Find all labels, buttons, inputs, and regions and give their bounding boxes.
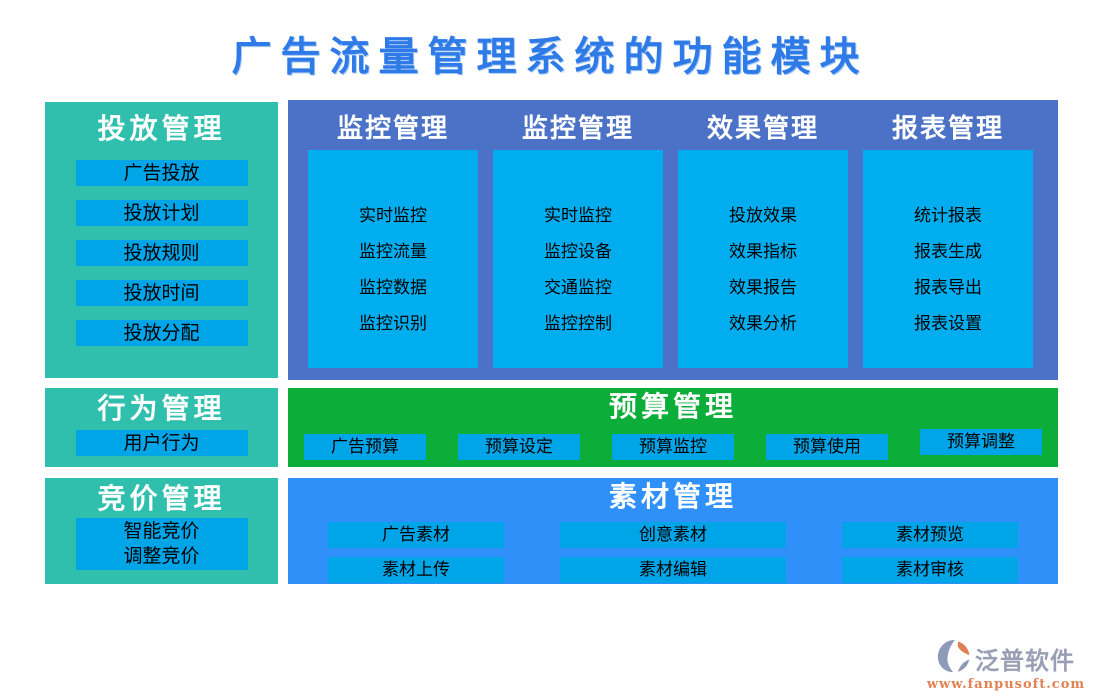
btn-smart-bidding[interactable]: 智能竞价 xyxy=(123,520,200,542)
report-column-card: 统计报表 报表生成 报表导出 报表设置 xyxy=(863,150,1033,368)
card-item: 监控流量 xyxy=(359,242,427,262)
effect-column: 效果管理 投放效果 效果指标 效果报告 效果分析 xyxy=(678,110,848,380)
card-item: 效果分析 xyxy=(729,314,797,334)
btn-budget-monitor[interactable]: 预算监控 xyxy=(612,434,734,460)
card-item: 投放效果 xyxy=(729,206,797,226)
btn-adjust-bidding[interactable]: 调整竞价 xyxy=(123,545,200,567)
footer-brand-top: 泛普软件 xyxy=(926,639,1086,677)
btn-ad-material[interactable]: 广告素材 xyxy=(328,522,504,548)
report-column-title: 报表管理 xyxy=(891,114,1004,144)
panel-delivery-title: 投放管理 xyxy=(97,112,226,145)
footer-brand-name: 泛普软件 xyxy=(975,646,1075,675)
card-item: 监控识别 xyxy=(359,314,427,334)
card-item: 报表生成 xyxy=(914,242,982,262)
card-item: 交通监控 xyxy=(544,278,612,298)
panel-behavior-management: 行为管理 用户行为 xyxy=(45,388,278,467)
budget-button-row: 广告预算 预算设定 预算监控 预算使用 预算调整 xyxy=(288,429,1058,460)
panel-material-management: 素材管理 广告素材 创意素材 素材预览 素材上传 素材编辑 素材审核 xyxy=(288,478,1058,584)
page-title: 广告流量管理系统的功能模块 xyxy=(231,33,869,80)
btn-budget-setting[interactable]: 预算设定 xyxy=(458,434,580,460)
card-item: 报表导出 xyxy=(914,278,982,298)
btn-budget-adjust[interactable]: 预算调整 xyxy=(920,429,1042,455)
panel-delivery-management: 投放管理 广告投放 投放计划 投放规则 投放时间 投放分配 xyxy=(45,102,278,378)
delivery-button-list: 广告投放 投放计划 投放规则 投放时间 投放分配 xyxy=(45,160,278,346)
card-item: 效果指标 xyxy=(729,242,797,262)
btn-material-edit[interactable]: 素材编辑 xyxy=(560,557,786,583)
panel-budget-title: 预算管理 xyxy=(608,390,737,423)
btn-budget-usage[interactable]: 预算使用 xyxy=(766,434,888,460)
btn-delivery-rules[interactable]: 投放规则 xyxy=(75,240,248,266)
btn-material-preview[interactable]: 素材预览 xyxy=(842,522,1018,548)
card-item: 实时监控 xyxy=(359,206,427,226)
report-column: 报表管理 统计报表 报表生成 报表导出 报表设置 xyxy=(863,110,1033,380)
panel-bidding-management: 竞价管理 智能竞价 调整竞价 xyxy=(45,478,278,584)
panel-behavior-title: 行为管理 xyxy=(97,392,226,425)
effect-column-title: 效果管理 xyxy=(706,114,819,144)
btn-creative-material[interactable]: 创意素材 xyxy=(560,522,786,548)
btn-delivery-time[interactable]: 投放时间 xyxy=(75,280,248,306)
panel-bidding-title: 竞价管理 xyxy=(97,482,226,515)
monitor-column-1-title: 监控管理 xyxy=(336,114,449,144)
btn-delivery-allocation[interactable]: 投放分配 xyxy=(75,320,248,346)
card-item: 效果报告 xyxy=(729,278,797,298)
card-item: 报表设置 xyxy=(914,314,982,334)
fanpu-logo-icon xyxy=(937,639,971,677)
btn-user-behavior[interactable]: 用户行为 xyxy=(75,430,248,456)
monitor-column-2-title: 监控管理 xyxy=(521,114,634,144)
btn-ad-budget[interactable]: 广告预算 xyxy=(304,434,426,460)
card-item: 监控设备 xyxy=(544,242,612,262)
bidding-combo-box[interactable]: 智能竞价 调整竞价 xyxy=(75,518,248,570)
panel-monitoring-management: 监控管理 实时监控 监控流量 监控数据 监控识别 监控管理 实时监控 监控设备 … xyxy=(288,100,1058,380)
card-item: 统计报表 xyxy=(914,206,982,226)
btn-material-review[interactable]: 素材审核 xyxy=(842,557,1018,583)
footer-brand-url[interactable]: www.fanpusoft.com xyxy=(926,677,1086,692)
monitor-column-2: 监控管理 实时监控 监控设备 交通监控 监控控制 xyxy=(493,110,663,380)
card-item: 实时监控 xyxy=(544,206,612,226)
footer-brand: 泛普软件 www.fanpusoft.com xyxy=(926,639,1086,692)
material-row-1: 广告素材 创意素材 素材预览 xyxy=(288,522,1058,548)
card-item: 监控数据 xyxy=(359,278,427,298)
btn-material-upload[interactable]: 素材上传 xyxy=(328,557,504,583)
card-item: 监控控制 xyxy=(544,314,612,334)
material-row-2: 素材上传 素材编辑 素材审核 xyxy=(288,557,1058,583)
btn-delivery-plan[interactable]: 投放计划 xyxy=(75,200,248,226)
panel-material-title: 素材管理 xyxy=(608,480,737,513)
btn-ad-delivery[interactable]: 广告投放 xyxy=(75,160,248,186)
monitor-column-1-card: 实时监控 监控流量 监控数据 监控识别 xyxy=(308,150,478,368)
monitor-column-1: 监控管理 实时监控 监控流量 监控数据 监控识别 xyxy=(308,110,478,380)
effect-column-card: 投放效果 效果指标 效果报告 效果分析 xyxy=(678,150,848,368)
monitor-column-2-card: 实时监控 监控设备 交通监控 监控控制 xyxy=(493,150,663,368)
panel-budget-management: 预算管理 广告预算 预算设定 预算监控 预算使用 预算调整 xyxy=(288,388,1058,467)
